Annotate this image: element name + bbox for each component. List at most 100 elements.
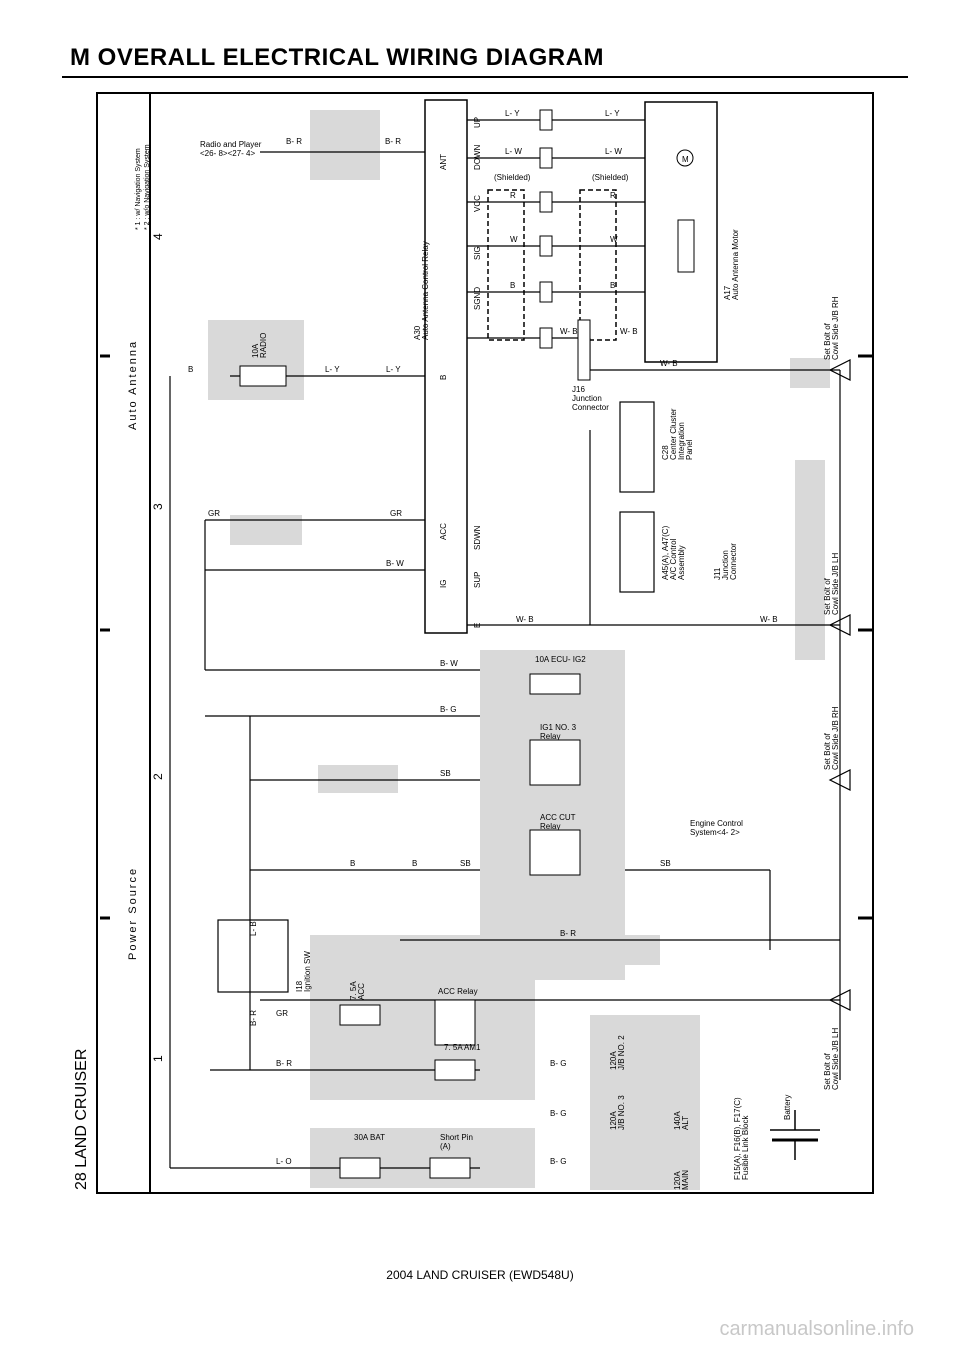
- svg-text:I18: I18: [295, 980, 304, 992]
- short-pin: Short Pin: [440, 1133, 473, 1142]
- power-wire-labels: GR GR B- W B- W B- G SB SB SB B B B- R B…: [208, 509, 778, 1166]
- section-auto-antenna: Auto Antenna: [127, 340, 139, 430]
- svg-text:SB: SB: [440, 769, 451, 778]
- a17-motor-box: [644, 101, 718, 363]
- ground-lh-1: Set Bolt of: [823, 577, 832, 615]
- svg-text:L- B: L- B: [249, 921, 258, 936]
- note-navigation-1: * 1 : w/ Navigation System: [135, 148, 142, 230]
- svg-text:W- B: W- B: [516, 615, 534, 624]
- svg-text:Ignition SW: Ignition SW: [303, 951, 312, 992]
- svg-text:L- W: L- W: [505, 147, 522, 156]
- pin-ig: IG: [439, 580, 448, 588]
- svg-text:L- Y: L- Y: [386, 365, 401, 374]
- svg-text:B- G: B- G: [440, 705, 456, 714]
- svg-text:GR: GR: [208, 509, 220, 518]
- svg-text:Relay: Relay: [540, 822, 560, 831]
- power-components: [339, 673, 581, 1179]
- svg-text:A/C Control: A/C Control: [669, 538, 678, 580]
- title-rule: [62, 76, 908, 78]
- svg-text:L- W: L- W: [605, 147, 622, 156]
- ground-symbols: [828, 359, 851, 1011]
- a30-relay-box: [424, 99, 468, 634]
- acc-relay: ACC Relay: [438, 987, 478, 996]
- svg-text:W- B: W- B: [660, 359, 678, 368]
- a45-box: [619, 511, 655, 593]
- bat-fuse: 30A BAT: [354, 1133, 385, 1142]
- svg-text:W: W: [510, 235, 518, 244]
- svg-text:J/B NO. 3: J/B NO. 3: [617, 1095, 626, 1130]
- svg-text:GR: GR: [390, 509, 402, 518]
- pin-vcc: VCC: [473, 195, 482, 212]
- fusible-link-block: F15(A), F16(B), F17(C): [733, 1097, 742, 1180]
- svg-text:L- Y: L- Y: [605, 109, 620, 118]
- svg-text:10A: 10A: [251, 343, 260, 358]
- svg-text:B- R: B- R: [276, 1059, 292, 1068]
- svg-text:Junction: Junction: [572, 394, 602, 403]
- ground-rh-2: Set Bolt of: [823, 732, 832, 770]
- pin-ant: ANT: [439, 154, 448, 170]
- battery-symbol: [770, 1110, 820, 1160]
- svg-text:B- W: B- W: [386, 559, 404, 568]
- svg-text:W- B: W- B: [760, 615, 778, 624]
- page-title: M OVERALL ELECTRICAL WIRING DIAGRAM: [70, 44, 604, 71]
- pin-sig: SIG: [473, 246, 482, 260]
- radio-fuse: 10A RADIO B L- Y L- Y: [188, 333, 425, 387]
- pin-acc: ACC: [439, 523, 448, 540]
- radio-ref: <26- 8><27- 4>: [200, 149, 255, 158]
- svg-text:Panel: Panel: [685, 439, 694, 460]
- note-navigation-2: * 2 : w/o Navigation System: [144, 144, 151, 230]
- col-number-4: 4: [151, 233, 165, 240]
- svg-text:B- G: B- G: [550, 1157, 566, 1166]
- svg-text:B- G: B- G: [550, 1109, 566, 1118]
- svg-text:MAIN: MAIN: [681, 1170, 690, 1190]
- svg-text:Cowl Side J/B RH: Cowl Side J/B RH: [831, 296, 840, 360]
- pin-sup: SUP: [473, 572, 482, 588]
- svg-text:Center Cluster: Center Cluster: [669, 408, 678, 460]
- svg-text:Assembly: Assembly: [677, 545, 686, 580]
- svg-text:W: W: [610, 235, 618, 244]
- svg-text:B: B: [188, 365, 193, 374]
- ig1-relay: IG1 NO. 3: [540, 723, 577, 732]
- shield-lines: [487, 189, 617, 341]
- ground-rh-1: Set Bolt of: [823, 322, 832, 360]
- svg-text:L- Y: L- Y: [505, 109, 520, 118]
- svg-text:B- W: B- W: [440, 659, 458, 668]
- pin-down: DOWN: [473, 144, 482, 170]
- svg-text:M: M: [682, 155, 689, 164]
- antenna-harness: [467, 119, 840, 371]
- radio-label: Radio and Player: [200, 140, 262, 149]
- acc-cut-relay: ACC CUT: [540, 813, 576, 822]
- harness-connectors: [539, 109, 553, 349]
- column-markers: [100, 354, 872, 920]
- a17-name: Auto Antenna Motor: [731, 229, 740, 300]
- svg-text:Cowl Side J/B LH: Cowl Side J/B LH: [831, 553, 840, 615]
- svg-text:(Shielded): (Shielded): [592, 173, 629, 182]
- svg-text:Connector: Connector: [729, 543, 738, 580]
- section-power-source: Power Source: [127, 867, 139, 960]
- col-number-1: 1: [151, 1055, 165, 1062]
- svg-text:120A: 120A: [609, 1111, 618, 1130]
- svg-text:W- B: W- B: [620, 327, 638, 336]
- ignition-switch-box: [217, 919, 289, 993]
- col-number-2: 2: [151, 773, 165, 780]
- svg-text:(A): (A): [440, 1142, 451, 1151]
- svg-text:B- R: B- R: [385, 137, 401, 146]
- j16-label: J16: [572, 385, 585, 394]
- motor-symbol: [676, 149, 694, 167]
- engine-control: Engine Control: [690, 819, 743, 828]
- svg-text:SB: SB: [660, 859, 671, 868]
- svg-text:Junction: Junction: [721, 550, 730, 580]
- svg-text:B- R: B- R: [560, 929, 576, 938]
- svg-text:L- Y: L- Y: [325, 365, 340, 374]
- a30-label: A30: [413, 325, 422, 340]
- footer: 2004 LAND CRUISER (EWD548U): [386, 1268, 574, 1282]
- svg-text:RADIO: RADIO: [259, 333, 268, 358]
- pin-b: B: [439, 375, 448, 380]
- a30-name: Auto Antenna Control Relay: [421, 241, 430, 340]
- a30-pins: E SUP SDWN IG ACC B SGND SIG VCC DOWN UP…: [439, 117, 482, 628]
- side-header: 28 LAND CRUISER: [73, 1049, 90, 1190]
- am1-fuse: 7. 5A AM1: [444, 1043, 481, 1052]
- svg-text:W- B: W- B: [560, 327, 578, 336]
- junction-block-areas: [208, 110, 830, 1190]
- svg-text:SB: SB: [460, 859, 471, 868]
